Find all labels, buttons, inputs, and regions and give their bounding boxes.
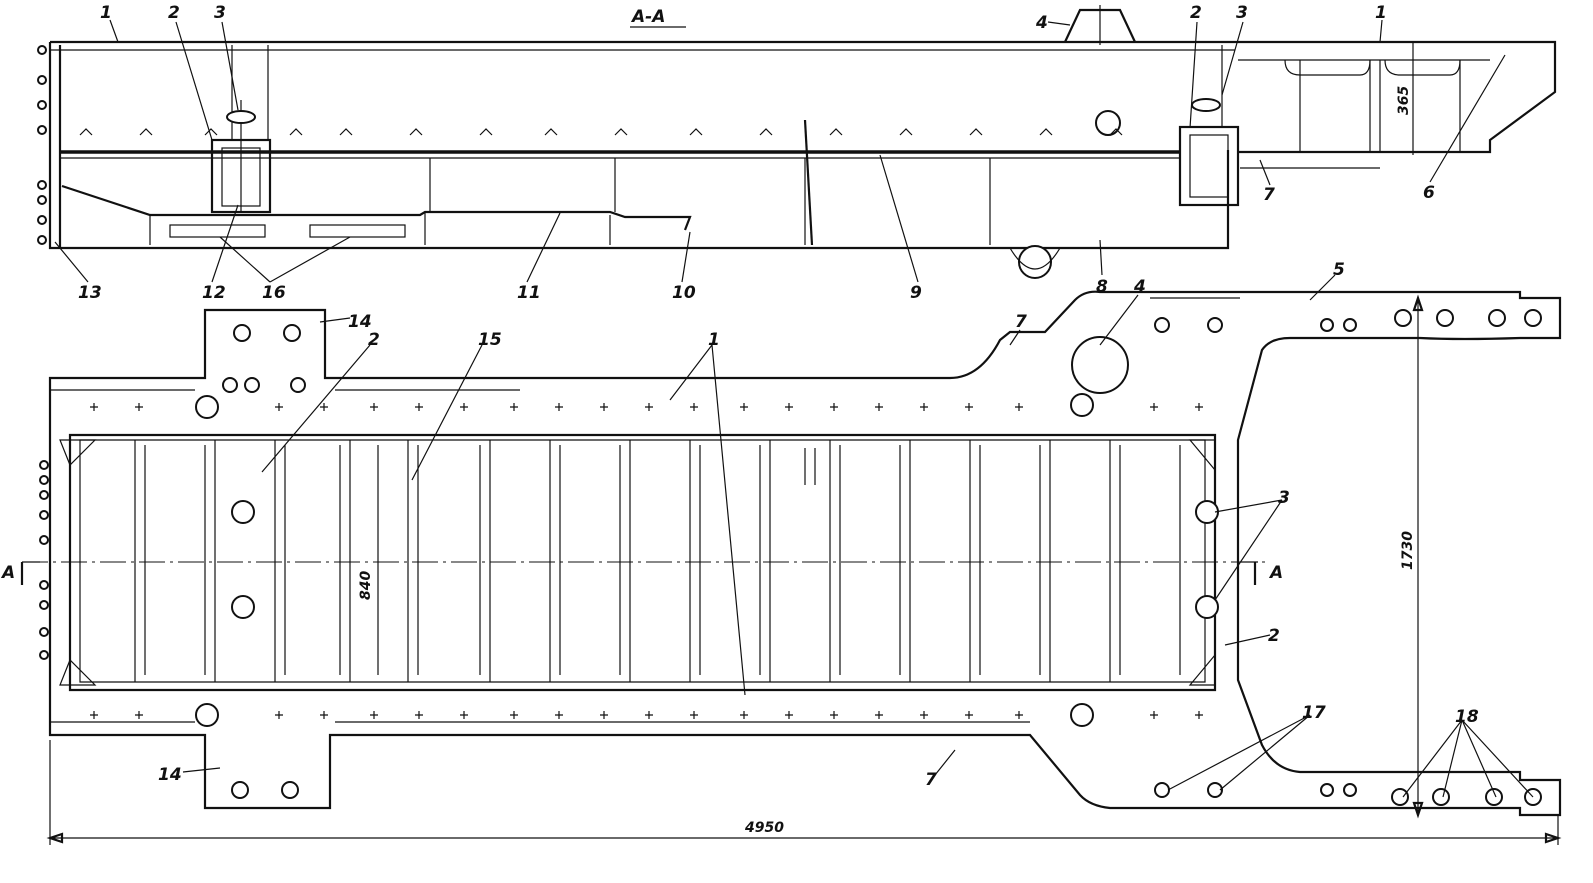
- callout: 2: [1268, 626, 1280, 646]
- callout: 2: [1190, 3, 1202, 23]
- callout: 6: [1423, 183, 1435, 203]
- callout: 1: [100, 3, 112, 23]
- callout: 18: [1455, 707, 1479, 727]
- callout: 11: [517, 283, 541, 303]
- dim-overall-width: 1730: [1400, 531, 1416, 570]
- callout: 9: [910, 283, 922, 303]
- callout: 7: [1263, 185, 1275, 205]
- callout: 16: [262, 283, 286, 303]
- callout: 1: [1375, 3, 1387, 23]
- callout: 7: [1015, 312, 1027, 332]
- callout: 3: [1236, 3, 1248, 23]
- callout: 2: [368, 330, 380, 350]
- section-mark-left: A: [0, 563, 15, 583]
- callout: 14: [348, 312, 372, 332]
- cross-members: [134, 440, 1181, 682]
- callout: 7: [925, 770, 937, 790]
- dim-overall-length: 4950: [744, 820, 784, 836]
- section-callouts: 1 2 3 4 2 3 1 6 7 8 9 10 11 12 16 13: [78, 3, 1435, 303]
- callout: 5: [1333, 260, 1345, 280]
- section-view: A-A: [37, 3, 1557, 303]
- dim-inner-width: 840: [358, 571, 374, 600]
- callout: 3: [214, 3, 226, 23]
- callout: 10: [672, 283, 696, 303]
- plan-callouts: 14 2 15 1 7 4 5 3 2 17 18 14 7: [158, 260, 1479, 790]
- callout: 17: [1302, 703, 1326, 723]
- callout: 8: [1096, 277, 1108, 297]
- callout: 3: [1278, 488, 1290, 508]
- callout: 14: [158, 765, 182, 785]
- section-title: A-A: [630, 7, 665, 27]
- callout: 15: [478, 330, 502, 350]
- section-mark-right: A: [1268, 563, 1283, 583]
- callout: 2: [168, 3, 180, 23]
- callout: 12: [202, 283, 226, 303]
- callout: 1: [708, 330, 720, 350]
- callout: 13: [78, 283, 102, 303]
- callout: 4: [1035, 13, 1048, 33]
- dim-height-arm: 365: [1396, 86, 1412, 115]
- plan-view: A A 840 4: [0, 260, 1562, 845]
- callout: 4: [1133, 277, 1146, 297]
